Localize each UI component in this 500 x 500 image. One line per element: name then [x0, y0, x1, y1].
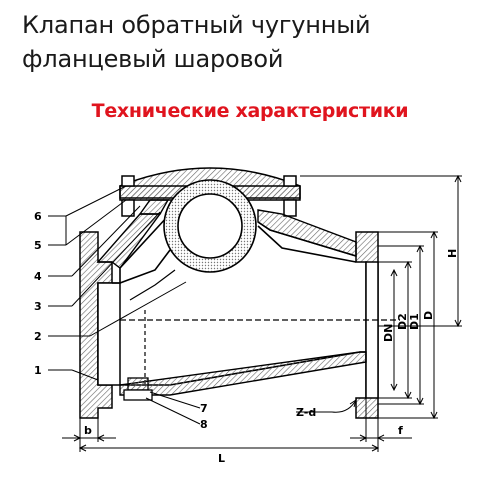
dim-D1: D1: [408, 313, 421, 330]
dim-L: L: [218, 452, 225, 465]
callout-leaders: [48, 185, 201, 425]
dim-D: D: [422, 311, 435, 320]
vertical-dimensions: [300, 174, 462, 420]
callout-7: 7: [200, 402, 208, 415]
title-line-1: Клапан обратный чугунный: [22, 11, 371, 39]
dim-Z-d: Z-d: [296, 406, 316, 419]
page-title: Клапан обратный чугунный фланцевый шаров…: [22, 8, 492, 76]
dim-DN: DN: [382, 324, 395, 342]
callout-numbers: 6 5 4 3 2 1 7 8: [34, 210, 208, 431]
dim-b: b: [84, 424, 92, 437]
body-wall-bottom: [119, 351, 367, 396]
dim-f: f: [398, 424, 403, 437]
callout-6: 6: [34, 210, 42, 223]
right-flange: [355, 231, 379, 419]
ball: [163, 179, 257, 273]
seat: [120, 269, 400, 385]
callout-8: 8: [200, 418, 208, 431]
body-wall-right: [257, 209, 357, 257]
section-subtitle: Технические характеристики: [91, 100, 409, 122]
callout-5: 5: [34, 239, 42, 252]
callout-1: 1: [34, 364, 42, 377]
dim-D2: D2: [396, 313, 409, 330]
title-line-2: фланцевый шаровой: [22, 45, 284, 73]
dim-H: H: [446, 249, 459, 258]
callout-2: 2: [34, 330, 42, 343]
left-flange: [79, 231, 121, 419]
horizontal-dimension-labels: b f L Z-d: [84, 406, 403, 465]
callout-3: 3: [34, 300, 42, 313]
horizontal-dimensions: [62, 398, 412, 452]
body-wall-left: [96, 199, 170, 269]
vertical-dimension-labels: H D D1 D2 DN: [382, 249, 459, 342]
drain-plug: [123, 377, 153, 401]
callout-4: 4: [34, 270, 42, 283]
